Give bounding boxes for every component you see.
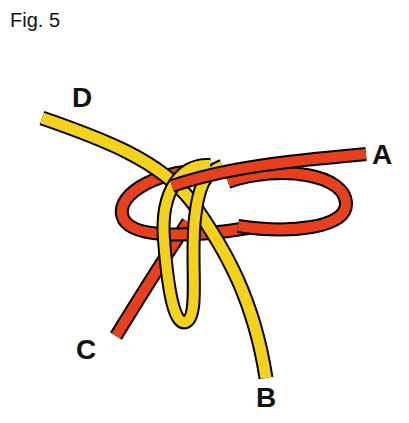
yellow-lace — [42, 118, 266, 378]
red-lace-loop — [228, 173, 346, 229]
yellow-lace-loop — [164, 165, 222, 322]
red-lace-end — [172, 154, 366, 186]
part-label: A — [372, 141, 392, 169]
part-label: B — [256, 384, 276, 412]
yellow-lace-loop — [164, 165, 222, 322]
figure-title: Fig. 5 — [10, 10, 60, 30]
part-label: D — [72, 84, 92, 112]
red-lace-end — [172, 154, 366, 186]
red-lace-loop — [228, 173, 346, 229]
yellow-lace — [42, 118, 266, 378]
part-label: C — [76, 336, 96, 364]
